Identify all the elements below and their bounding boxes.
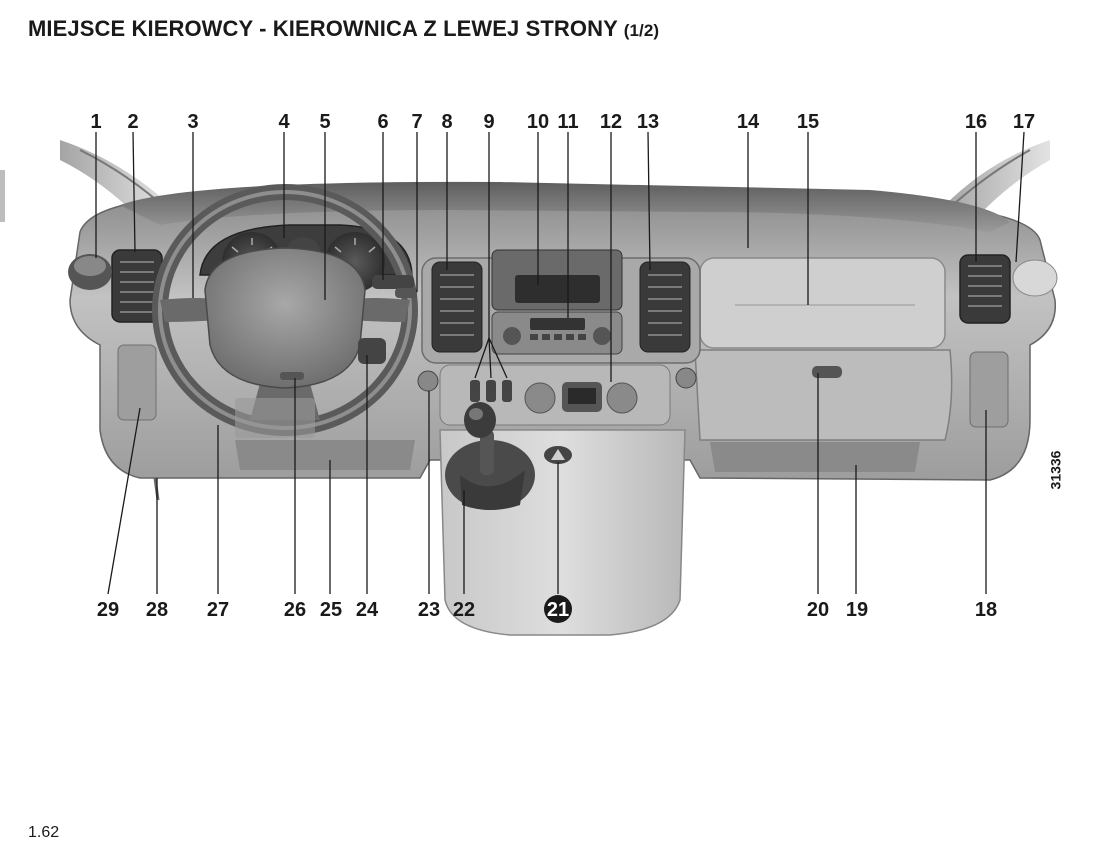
side-vent-right <box>959 254 1011 324</box>
callout-6: 6 <box>377 111 388 133</box>
callout-8: 8 <box>441 111 452 133</box>
callout-5: 5 <box>319 111 330 133</box>
page-title-part: (1/2) <box>623 21 660 40</box>
callouts-top: 1 2 3 4 5 6 7 8 9 10 11 12 13 14 15 16 1… <box>90 111 1035 133</box>
passenger-airbag-area <box>699 257 946 349</box>
callout-13: 13 <box>637 111 659 133</box>
callout-9: 9 <box>483 111 494 133</box>
right-switch-button <box>675 367 697 389</box>
leader-13 <box>647 131 651 271</box>
callout-16: 16 <box>965 111 987 133</box>
side-pocket-right <box>969 351 1009 428</box>
side-vent-left <box>111 249 163 323</box>
page-number: 1.62 <box>28 824 60 841</box>
callout-4: 4 <box>278 111 290 133</box>
callout-2: 2 <box>127 111 138 133</box>
callout-20: 20 <box>807 599 829 621</box>
page-title: MIEJSCE KIEROWCY - KIEROWNICA Z LEWEJ ST… <box>28 16 659 42</box>
callout-1: 1 <box>90 111 101 133</box>
page-title-text: MIEJSCE KIEROWCY - KIEROWNICA Z LEWEJ ST… <box>28 16 618 41</box>
callout-3: 3 <box>187 111 198 133</box>
callout-27: 27 <box>207 599 229 621</box>
hazard-button <box>544 446 572 464</box>
leader-2 <box>132 131 136 253</box>
callout-23: 23 <box>418 599 440 621</box>
radio-unit <box>491 249 623 355</box>
glove-box <box>694 349 953 441</box>
leader-9c <box>488 337 508 379</box>
side-pocket-left <box>117 344 157 421</box>
callout-29: 29 <box>97 599 119 621</box>
lower-tray-left <box>235 440 415 470</box>
side-light-left <box>68 254 112 290</box>
callout-22: 22 <box>453 599 475 621</box>
callout-12: 12 <box>600 111 622 133</box>
side-light-right <box>1012 259 1058 297</box>
leader-9b <box>488 337 492 379</box>
callout-28: 28 <box>146 599 168 621</box>
callout-24: 24 <box>356 599 379 621</box>
gear-lever <box>445 402 535 510</box>
callout-18: 18 <box>975 599 997 621</box>
callout-19: 19 <box>846 599 868 621</box>
callout-21: 21 <box>547 599 569 621</box>
callout-17: 17 <box>1013 111 1035 133</box>
climate-control-panel <box>439 364 671 426</box>
callout-26: 26 <box>284 599 306 621</box>
page-edge-tab <box>0 170 5 222</box>
callouts-bottom: 29 28 27 26 25 24 23 22 21 20 19 18 <box>97 595 997 623</box>
dashboard-top-pad <box>120 181 1010 232</box>
steering-column-stalks <box>358 275 417 364</box>
leader-17 <box>1015 131 1025 263</box>
callout-21-badge <box>544 595 572 623</box>
figure-reference-number: 31336 <box>1047 450 1064 490</box>
leader-lines <box>95 131 1025 595</box>
leader-9a <box>474 337 490 379</box>
callout-15: 15 <box>797 111 819 133</box>
heated-seat-button <box>417 370 439 392</box>
lower-tray-right <box>710 442 920 472</box>
callout-25: 25 <box>320 599 342 621</box>
callout-7: 7 <box>411 111 422 133</box>
leader-29 <box>107 407 141 595</box>
callout-10: 10 <box>527 111 549 133</box>
callout-14: 14 <box>737 111 760 133</box>
callout-11: 11 <box>557 111 578 133</box>
